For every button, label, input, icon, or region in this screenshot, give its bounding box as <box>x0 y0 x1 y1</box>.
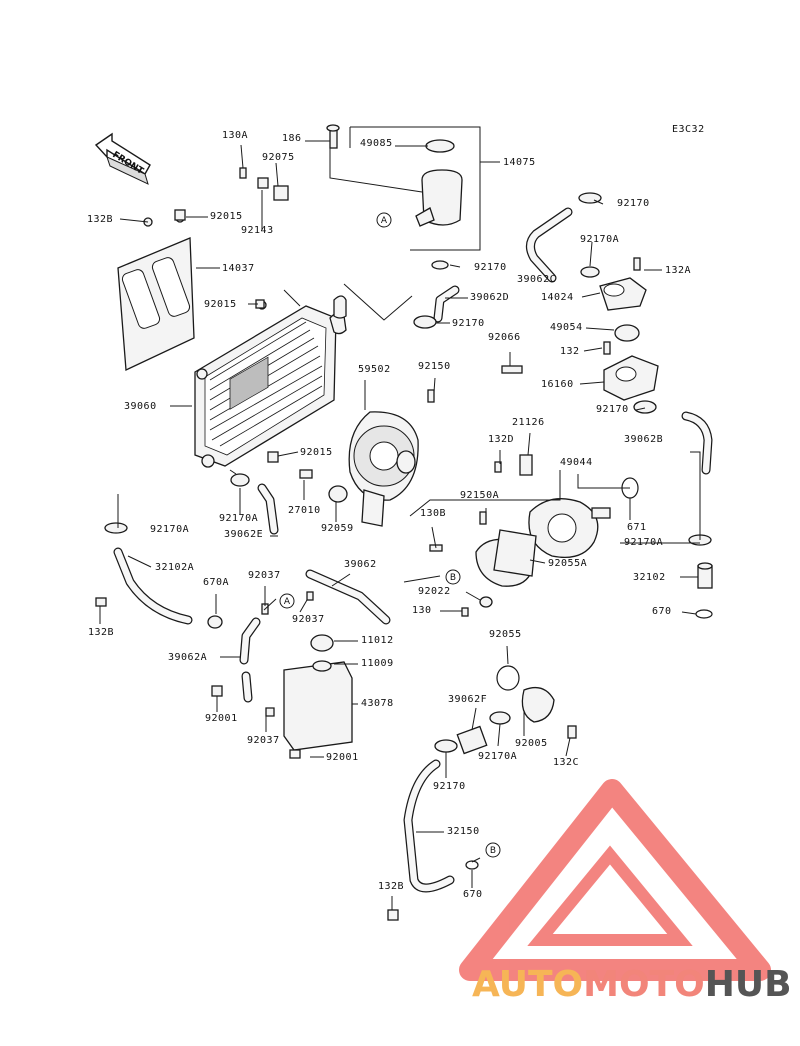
filler-neck <box>326 124 463 270</box>
reference-b-mid: B <box>445 569 461 585</box>
callout-670a: 670A <box>203 577 229 588</box>
fan-assembly <box>348 389 435 527</box>
callout-132b-c: 132B <box>378 881 404 892</box>
svg-text:A: A <box>284 597 291 607</box>
right-hoses <box>681 411 713 619</box>
svg-text:A: A <box>381 216 388 226</box>
left-pipes <box>95 522 391 703</box>
water-pump <box>429 454 639 617</box>
callout-92170a-e: 92170A <box>478 751 517 762</box>
callout-92170-e: 92170 <box>433 781 466 792</box>
watermark-part-moto: MOTO <box>583 964 705 1005</box>
callout-92005: 92005 <box>515 738 548 749</box>
callout-92022: 92022 <box>418 586 451 597</box>
callout-39062c: 39062C <box>517 274 556 285</box>
callout-132b-b: 132B <box>88 627 114 638</box>
callout-130b: 130B <box>420 508 446 519</box>
callout-14024: 14024 <box>541 292 574 303</box>
callout-670-b: 670 <box>463 889 483 900</box>
callout-671: 671 <box>627 522 647 533</box>
reference-b-low: B <box>485 842 501 858</box>
callout-92170-d: 92170 <box>596 404 629 415</box>
callout-21126: 21126 <box>512 417 545 428</box>
callout-92059: 92059 <box>321 523 354 534</box>
callout-14037: 14037 <box>222 263 255 274</box>
callout-92150a: 92150A <box>460 490 499 501</box>
callout-32150: 32150 <box>447 826 480 837</box>
callout-92170a-b: 92170A <box>150 524 189 535</box>
watermark-text: AUTOMOTOHUB <box>472 964 792 1005</box>
callout-92037-b: 92037 <box>292 614 325 625</box>
callout-92015-a: 92015 <box>210 211 243 222</box>
front-arrow: FRONT <box>94 132 151 185</box>
callout-39062b: 39062B <box>624 434 663 445</box>
callout-186: 186 <box>282 133 302 144</box>
callout-132a: 132A <box>665 265 691 276</box>
callout-92170a-a: 92170A <box>580 234 619 245</box>
callout-59502: 59502 <box>358 364 391 375</box>
callout-92037-a: 92037 <box>248 570 281 581</box>
callout-32102a: 32102A <box>155 562 194 573</box>
callout-92170-c: 92170 <box>452 318 485 329</box>
callout-39062e: 39062E <box>224 529 263 540</box>
callout-39062a: 39062A <box>168 652 207 663</box>
callout-92015-b: 92015 <box>204 299 237 310</box>
callout-16160: 16160 <box>541 379 574 390</box>
callout-130: 130 <box>412 605 432 616</box>
callout-92015-c: 92015 <box>300 447 333 458</box>
callout-14075: 14075 <box>503 157 536 168</box>
radiator-screen <box>117 213 267 371</box>
reference-a-mid: A <box>279 593 295 609</box>
callout-92066: 92066 <box>488 332 521 343</box>
callout-39062d: 39062D <box>470 292 509 303</box>
callout-92170a-c: 92170A <box>219 513 258 524</box>
callout-43078: 43078 <box>361 698 394 709</box>
callout-92170a-d: 92170A <box>624 537 663 548</box>
callout-92055: 92055 <box>489 629 522 640</box>
callout-49085: 49085 <box>360 138 393 149</box>
callout-32102: 32102 <box>633 572 666 583</box>
diagram-code: E3C32 <box>672 124 705 135</box>
callout-92143: 92143 <box>241 225 274 236</box>
callout-132: 132 <box>560 346 580 357</box>
callout-92170-a: 92170 <box>617 198 650 209</box>
radiator <box>194 295 347 468</box>
callout-49044: 49044 <box>560 457 593 468</box>
reference-markers: A B A B <box>279 212 501 858</box>
thermostat-housing <box>501 257 659 414</box>
lower-pipe <box>387 665 577 921</box>
callout-39060: 39060 <box>124 401 157 412</box>
callout-11009: 11009 <box>361 658 394 669</box>
callout-27010: 27010 <box>288 505 321 516</box>
watermark-logo <box>459 779 771 981</box>
reservoir-tank <box>211 634 353 759</box>
callout-130a: 130A <box>222 130 248 141</box>
callout-132b-a: 132B <box>87 214 113 225</box>
callout-11012: 11012 <box>361 635 394 646</box>
callout-39062f: 39062F <box>448 694 487 705</box>
callout-92075: 92075 <box>262 152 295 163</box>
callout-39062: 39062 <box>344 559 377 570</box>
callout-49054: 49054 <box>550 322 583 333</box>
callout-132c: 132C <box>553 757 579 768</box>
watermark-part-hub: HUB <box>705 964 792 1005</box>
callout-92001-b: 92001 <box>326 752 359 763</box>
watermark-part-auto: AUTO <box>472 964 583 1005</box>
callout-92170-b: 92170 <box>474 262 507 273</box>
callout-92037-c: 92037 <box>247 735 280 746</box>
reference-a-top: A <box>376 212 392 228</box>
callout-92055a: 92055A <box>548 558 587 569</box>
callout-92001-a: 92001 <box>205 713 238 724</box>
leader-lines <box>99 126 701 910</box>
svg-text:B: B <box>450 573 456 583</box>
callout-92150: 92150 <box>418 361 451 372</box>
svg-text:B: B <box>490 846 496 856</box>
callout-670-a: 670 <box>652 606 672 617</box>
callout-132d: 132D <box>488 434 514 445</box>
